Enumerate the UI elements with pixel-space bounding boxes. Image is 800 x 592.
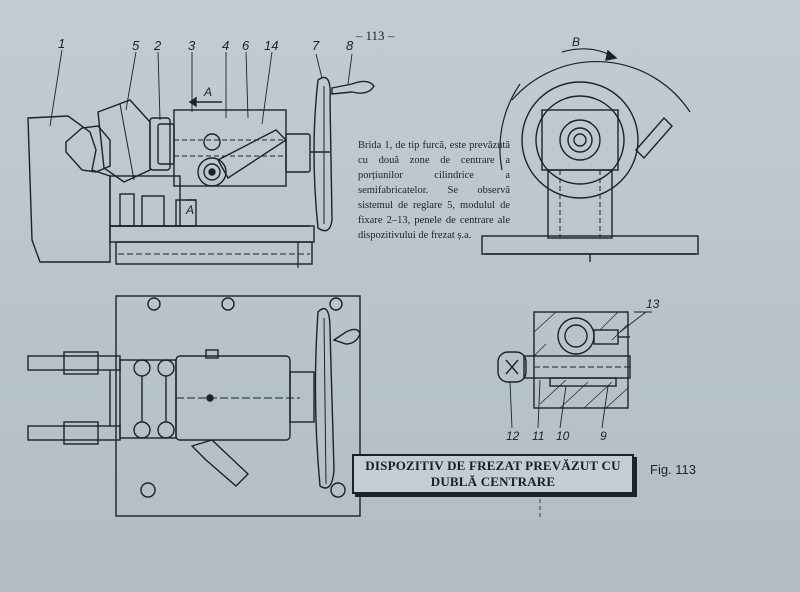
- label-arrow-b: B: [572, 35, 580, 49]
- figure-caption: Brida 1, de tip furcă, este prevăzută cu…: [358, 140, 510, 241]
- label-part-13: 13: [646, 297, 660, 311]
- sleeve: [149, 117, 171, 171]
- top-view: [27, 295, 541, 520]
- page-number: – 113 –: [355, 28, 395, 43]
- center-cone-left: [65, 125, 111, 173]
- prism-block: [97, 99, 151, 183]
- section-bore: [557, 317, 595, 355]
- label-part-11: 11: [532, 429, 544, 443]
- label-part-1: 1: [58, 36, 65, 51]
- label-part-2: 2: [153, 38, 162, 53]
- label-part-9: 9: [600, 429, 607, 443]
- figure-number: Fig. 113: [650, 462, 697, 477]
- base-plate: [115, 241, 313, 265]
- fork-bracket: [27, 115, 111, 263]
- label-part-8: 8: [346, 38, 354, 53]
- section-nut: [497, 351, 527, 383]
- section-body: [533, 311, 629, 409]
- fork-arm-top: [27, 355, 121, 371]
- main-body: [173, 109, 287, 187]
- label-part-7: 7: [312, 38, 320, 53]
- part-number-labels: 1 5 2 3 4 6 14 7 8 13 12 11 10 9 A A B: [58, 35, 660, 443]
- section-view: [497, 311, 652, 429]
- clamp-lever: [217, 129, 288, 179]
- clamp-knob: [197, 157, 227, 187]
- label-part-5: 5: [132, 38, 140, 53]
- top-plate: [115, 295, 361, 517]
- figure-title-line-2: DUBLĂ CENTRARE: [430, 474, 556, 489]
- handwheel-top: [314, 307, 335, 489]
- label-part-14: 14: [264, 38, 278, 53]
- label-section-a-bottom: A: [185, 203, 194, 217]
- label-part-4: 4: [222, 38, 229, 53]
- side-view: [481, 48, 699, 262]
- handwheel-side: [313, 76, 333, 232]
- label-part-6: 6: [242, 38, 250, 53]
- figure-title-line-1: DISPOZITIV DE FREZAT PREVĂZUT CU: [365, 458, 621, 473]
- handle: [331, 80, 375, 95]
- handwheel-front: [521, 81, 639, 199]
- label-part-12: 12: [506, 429, 520, 443]
- fork-arm-bottom: [27, 425, 121, 441]
- side-lever: [635, 116, 673, 160]
- front-view: [27, 49, 375, 268]
- top-lever: [190, 439, 250, 487]
- section-screw: [593, 329, 619, 345]
- label-part-3: 3: [188, 38, 196, 53]
- figure-title-box: DISPOZITIV DE FREZAT PREVĂZUT CU DUBLĂ C…: [352, 454, 634, 494]
- label-part-10: 10: [556, 429, 570, 443]
- label-section-a-top: A: [203, 85, 212, 99]
